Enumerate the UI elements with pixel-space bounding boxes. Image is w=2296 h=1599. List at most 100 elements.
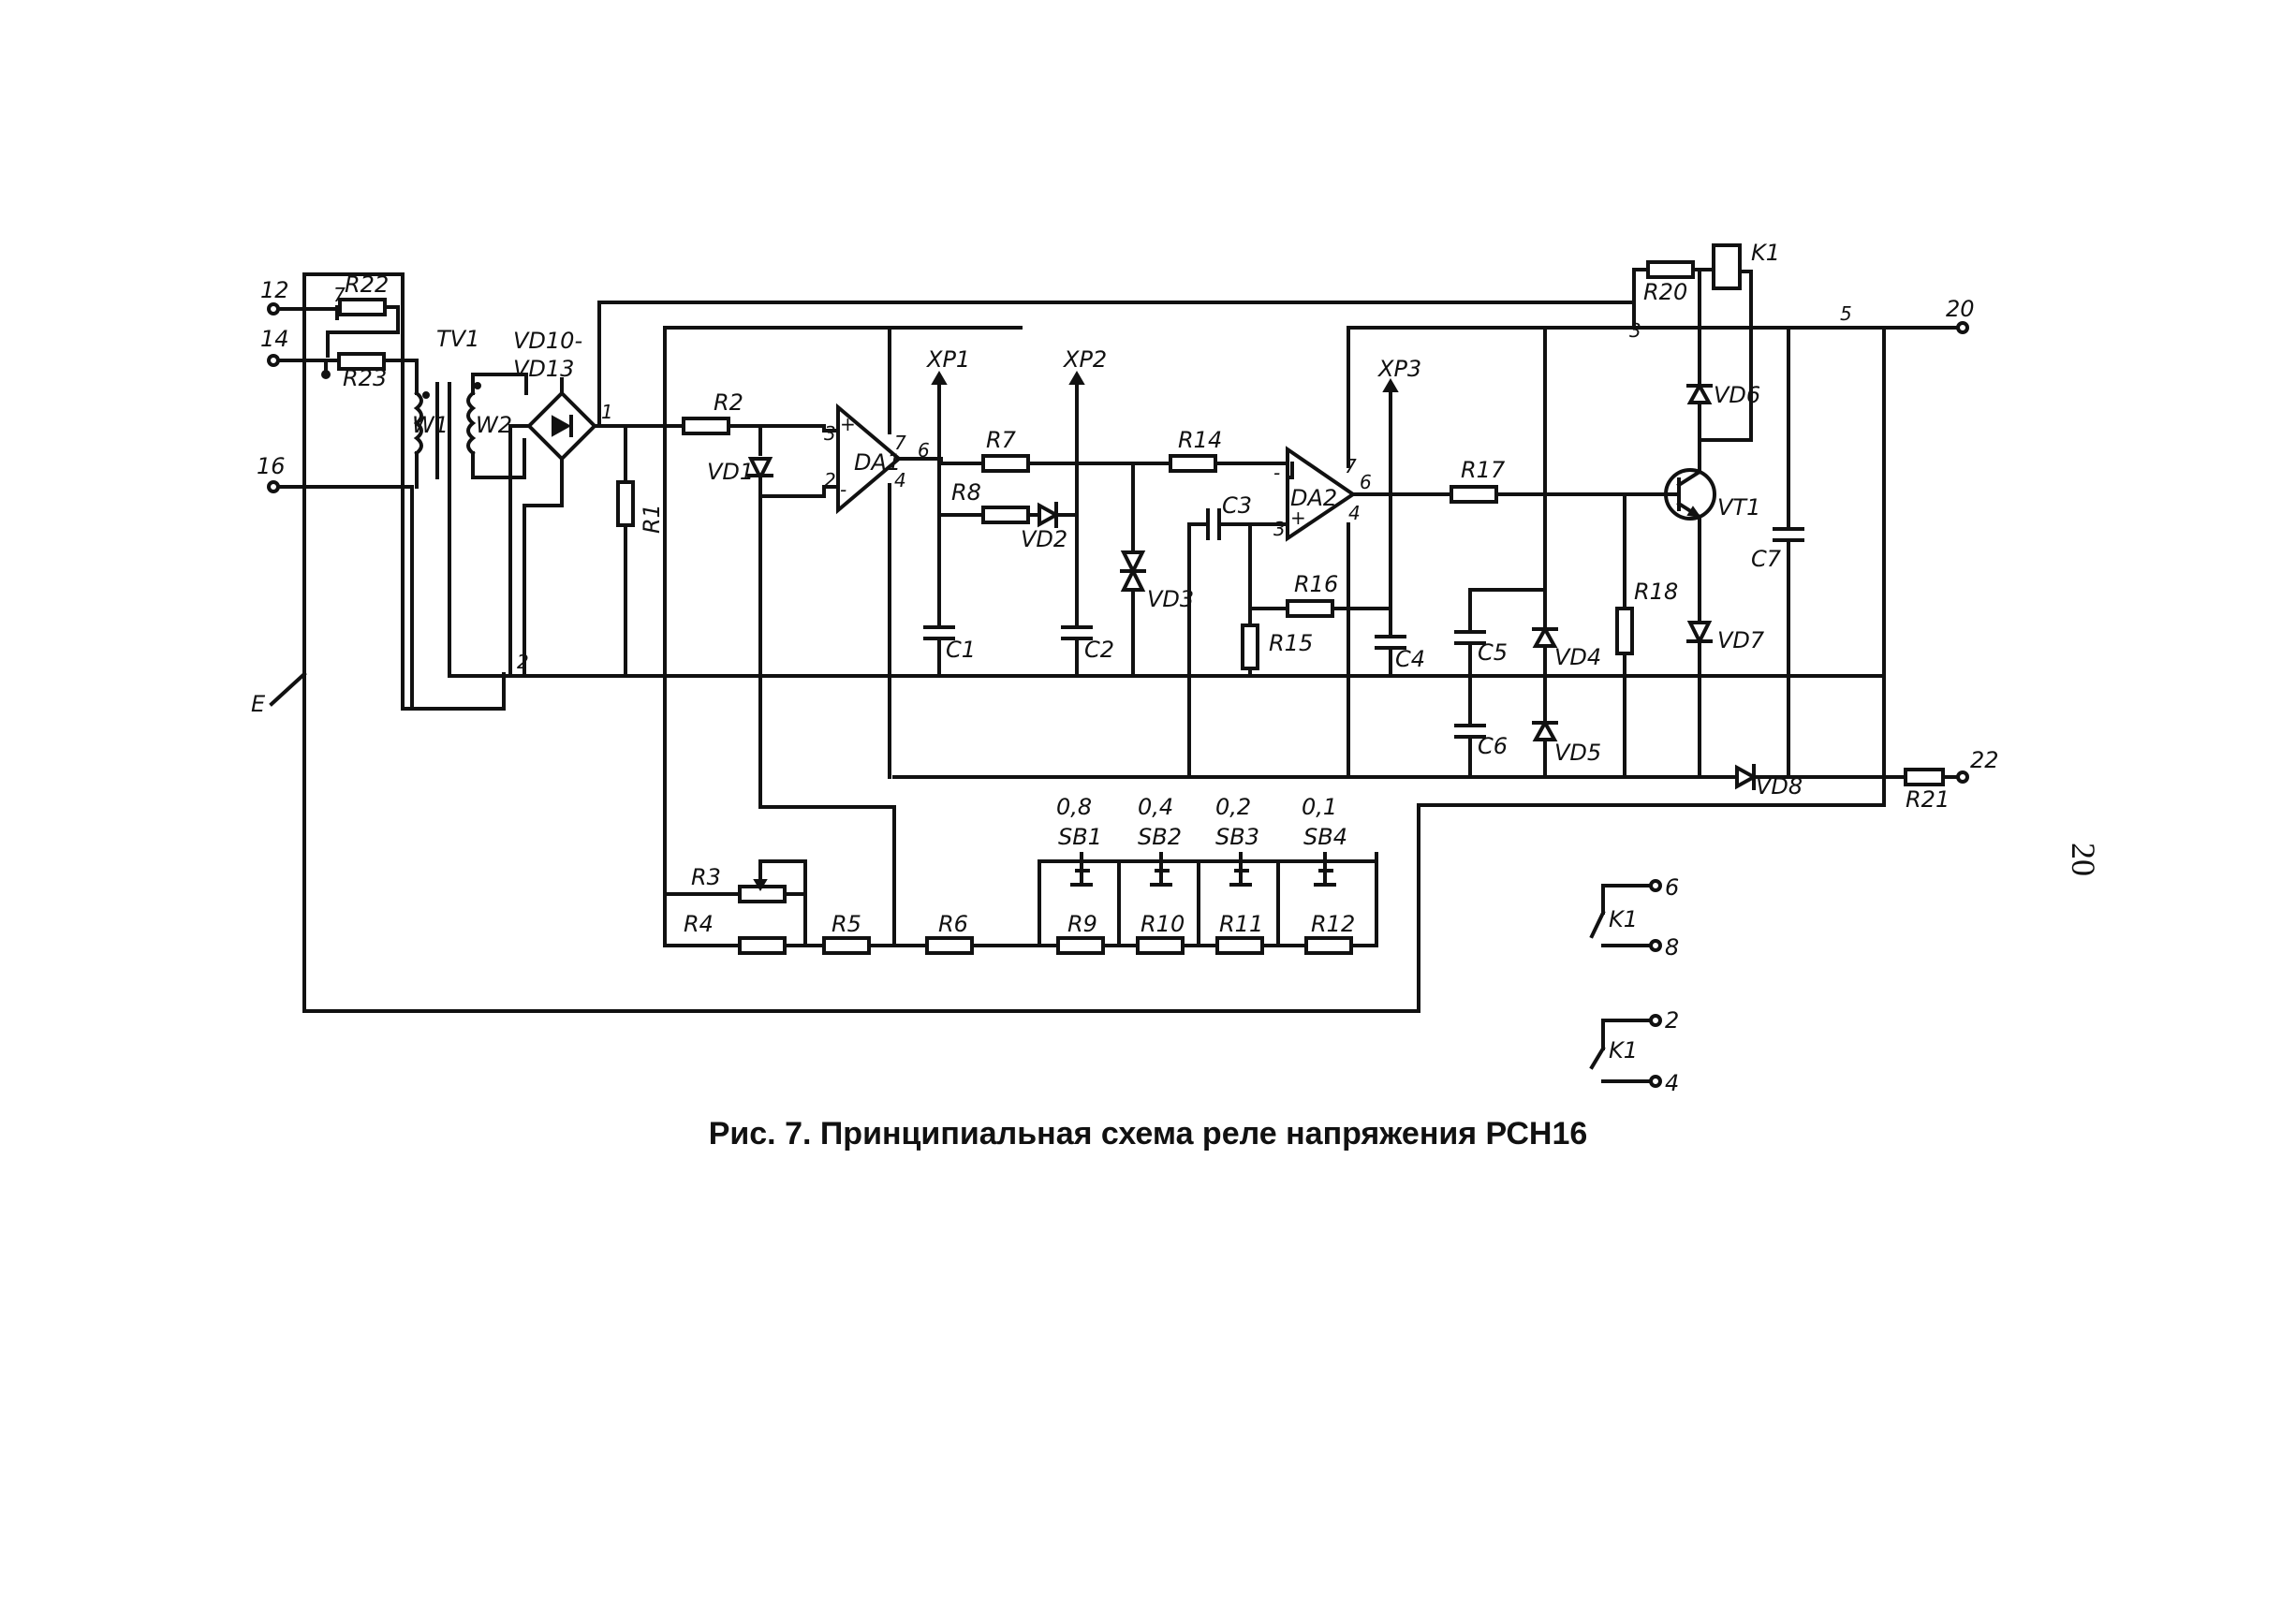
terminal-20 — [1956, 321, 1969, 334]
resistor-R7 — [981, 454, 1030, 473]
diode-VD6 — [1686, 381, 1713, 404]
R8-label: R8 — [951, 479, 981, 506]
resistor-R10 — [1136, 936, 1185, 955]
relay-contacts: 6 8 K1 2 4 K1 — [1589, 874, 1679, 1096]
transformer-TV1 — [413, 382, 481, 479]
E-label: E — [251, 691, 266, 717]
op-amp-DA2: DA2 - 3 + 7 4 6 C3 — [1187, 326, 1411, 779]
pin-5-label: 5 — [1840, 302, 1852, 325]
XP2-label: XP2 — [1062, 346, 1107, 373]
SB3-label: SB3 — [1215, 824, 1259, 850]
VD7-label: VD7 — [1717, 627, 1765, 653]
R1-label: R1 — [639, 504, 665, 534]
op-amp-DA1: DA1 3 2 + - 7 4 6 — [822, 326, 943, 779]
setpoint-1: 0,8 — [1056, 794, 1092, 820]
R7-label: R7 — [986, 427, 1017, 453]
resistor-R17 — [1450, 485, 1498, 504]
contact-6-label: 6 — [1665, 874, 1679, 901]
R15-label: R15 — [1269, 630, 1313, 656]
SB2-label: SB2 — [1138, 824, 1182, 850]
resistor-R8 — [981, 506, 1030, 524]
TV1-label: TV1 — [436, 326, 479, 352]
R14-label: R14 — [1178, 427, 1222, 453]
XP3-label: XP3 — [1376, 356, 1421, 382]
W2-label: W2 — [476, 412, 512, 438]
zener-VD4 — [1532, 624, 1558, 648]
potentiometer-R3 — [738, 885, 787, 903]
resistor-R2 — [682, 417, 730, 435]
zener-VD3 — [1120, 550, 1146, 576]
setpoint-2: 0,4 — [1138, 794, 1173, 820]
R4-label: R4 — [684, 911, 714, 937]
resistor-R1 — [616, 480, 635, 527]
contact-2-label: 2 — [1665, 1007, 1679, 1034]
SB1-label: SB1 — [1058, 824, 1102, 850]
DA2-label: DA2 — [1290, 485, 1337, 511]
resistor-R21 — [1904, 768, 1945, 786]
feedback-network: R16 R15 XP3 C4 R17 — [1241, 356, 1669, 678]
button-SB4 — [1314, 852, 1336, 887]
C1-label: C1 — [946, 637, 976, 663]
VD4-label: VD4 — [1554, 644, 1601, 670]
K1-coil-label: K1 — [1751, 240, 1780, 266]
terminal-14-label: 14 — [260, 326, 289, 352]
resistor-R11 — [1215, 936, 1264, 955]
DA1-plus: + — [840, 413, 856, 435]
diode-VD7 — [1686, 621, 1713, 646]
button-SB1 — [1070, 852, 1093, 887]
R10-label: R10 — [1141, 911, 1185, 937]
K1-contact1-label: K1 — [1609, 906, 1638, 932]
transistor-stage: VT1 VD7 VD6 3 R20 K1 5 20 C7 — [1590, 240, 1999, 813]
terminal-20-label: 20 — [1946, 296, 1975, 322]
VD2-label: VD2 — [1021, 526, 1067, 552]
setpoint-4: 0,1 — [1302, 794, 1337, 820]
resistor-R12 — [1304, 936, 1353, 955]
contact-8-label: 8 — [1665, 934, 1679, 961]
DA1-minus: - — [840, 478, 846, 501]
contact-terminal-6 — [1649, 879, 1662, 892]
VD10-label: VD10- — [513, 328, 582, 354]
R12-label: R12 — [1311, 911, 1355, 937]
C3-label: C3 — [1222, 492, 1252, 519]
contact-terminal-8 — [1649, 939, 1662, 952]
contact-4-label: 4 — [1665, 1070, 1679, 1096]
pin-3-label: 3 — [1629, 319, 1641, 342]
R21-label: R21 — [1906, 786, 1950, 813]
diode-VD2 — [1038, 502, 1061, 528]
terminal-22-label: 22 — [1970, 747, 1999, 773]
resistor-R20 — [1646, 260, 1695, 279]
output-stage: C5 C6 VD4 VD5 R18 — [892, 326, 1734, 779]
button-SB2 — [1150, 852, 1172, 887]
input-section: 12 7 R22 14 R23 E 16 TV1 — [251, 271, 1886, 1013]
DA2-pin-4: 4 — [1348, 502, 1361, 524]
R23-label: R23 — [343, 365, 387, 391]
R17-label: R17 — [1461, 457, 1506, 483]
page-number: 20 — [2065, 843, 2102, 876]
C7-label: C7 — [1751, 546, 1782, 572]
diode-VD1 — [747, 457, 773, 482]
DA1-pin-3: 3 — [824, 422, 836, 445]
DA1-pin-4: 4 — [894, 469, 906, 491]
setpoint-3: 0,2 — [1215, 794, 1251, 820]
C2-label: C2 — [1084, 637, 1114, 663]
K1-contact2-label: K1 — [1609, 1037, 1638, 1064]
VD1-label: VD1 — [707, 459, 754, 485]
pin-2-label: 2 — [517, 651, 529, 673]
DA1-pin-7: 7 — [894, 432, 906, 454]
R18-label: R18 — [1634, 579, 1678, 605]
R3-label: R3 — [691, 864, 721, 890]
C4-label: C4 — [1395, 646, 1425, 672]
setpoint-chain: R3 R4 R5 R6 R9 R10 R11 R12 — [663, 326, 1378, 955]
R6-label: R6 — [938, 911, 968, 937]
contact-terminal-2 — [1649, 1014, 1662, 1027]
DA2-pin-6: 6 — [1360, 471, 1372, 493]
DA1-pin-6: 6 — [918, 439, 930, 462]
terminal-16-label: 16 — [257, 453, 286, 479]
R16-label: R16 — [1294, 571, 1338, 597]
R9-label: R9 — [1067, 911, 1097, 937]
SB4-label: SB4 — [1303, 824, 1347, 850]
VD13-label: VD13 — [513, 356, 574, 382]
resistor-R18 — [1615, 607, 1634, 655]
DA2-pin-7: 7 — [1345, 455, 1357, 477]
